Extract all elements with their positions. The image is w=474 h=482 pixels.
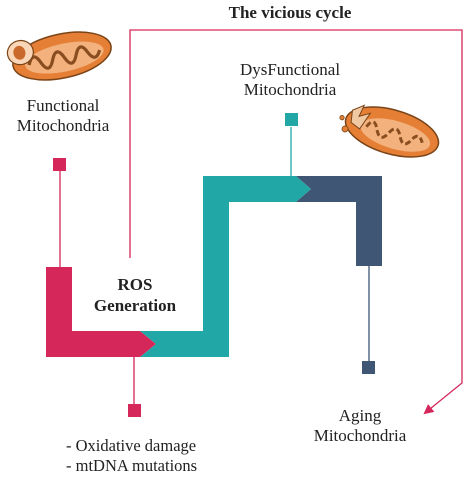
functional-mitochondria-label: Functional Mitochondria (8, 96, 118, 135)
path-segment-functional (46, 267, 156, 357)
dysfunctional-mitochondrion-icon (339, 104, 440, 158)
effect-mtdna-mutations: - mtDNA mutations (66, 456, 198, 476)
path-segment-ros (140, 176, 311, 357)
dysfunctional-label-line2: Mitochondria (243, 79, 337, 99)
functional-mitochondrion-icon (6, 31, 112, 81)
ros-marker (128, 404, 141, 417)
dysfunctional-mitochondria-label: DysFunctional Mitochondria (215, 60, 365, 99)
aging-label-line1: Aging (338, 406, 382, 425)
ros-effects-list: - Oxidative damage - mtDNA mutations (66, 436, 197, 476)
ros-label-line1: ROS (117, 275, 153, 294)
vicious-cycle-arrow (129, 29, 463, 415)
functional-label-line1: Functional (26, 96, 100, 115)
dysfunctional-label-line1: DysFunctional (239, 60, 341, 79)
diagram-title: The vicious cycle (228, 3, 352, 22)
dysfunctional-marker (285, 113, 298, 126)
aging-mitochondria-label: Aging Mitochondria (300, 406, 420, 445)
ros-label-line2: Generation (93, 295, 177, 315)
path-segment-dysfunctional (296, 176, 382, 266)
ros-generation-label: ROS Generation (90, 275, 180, 316)
functional-marker (53, 158, 66, 171)
aging-label-line2: Mitochondria (313, 425, 407, 445)
effect-oxidative-damage: - Oxidative damage (66, 436, 197, 455)
aging-marker (362, 361, 375, 374)
functional-label-line2: Mitochondria (16, 115, 110, 135)
